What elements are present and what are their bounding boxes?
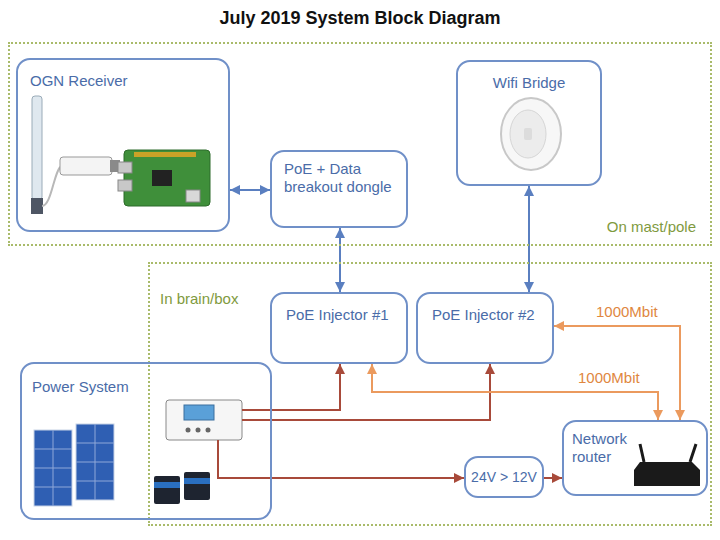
edge-label: 1000Mbit (594, 303, 660, 321)
antenna-mast (32, 96, 42, 200)
box-label: PoE Injector #1 (286, 306, 392, 324)
connector-arrow (339, 228, 341, 292)
pi-usb-port (118, 180, 132, 191)
pi-ethernet-port (186, 190, 200, 202)
controller-body (166, 400, 242, 440)
connector-arrow (272, 364, 340, 410)
region-outline: In brain/boxPoE Injector #1PoE Injector … (148, 262, 712, 526)
bridge-box: Wifi Bridge (456, 60, 602, 186)
box-label: Network router (572, 430, 644, 466)
controller-button (186, 428, 191, 433)
pi-header (134, 152, 196, 157)
antenna-base (31, 198, 43, 214)
charge-controller-figure (166, 400, 242, 440)
dish-inner (510, 110, 546, 158)
dongle-body (60, 157, 112, 175)
battery-label (154, 482, 180, 488)
process-box: PoE Injector #1 (270, 292, 408, 364)
region-outline: On mast/pole OGN ReceiverPoE + Data break… (8, 42, 712, 246)
connector-arrow (230, 189, 270, 191)
box-label: Wifi Bridge (466, 74, 592, 92)
controller-button (196, 428, 201, 433)
antenna-cable (42, 166, 62, 206)
connector-arrow (554, 326, 680, 420)
battery (154, 476, 180, 504)
connector-arrow (372, 364, 658, 420)
panel-grid (34, 424, 114, 506)
power-box: Power System (20, 362, 272, 520)
pi-board (124, 150, 210, 206)
pi-usb-port (118, 162, 132, 173)
router-body (634, 462, 700, 486)
dish-feed (524, 128, 532, 140)
wifi-dish-figure (501, 98, 561, 170)
box-label: PoE + Data breakout dongle (284, 160, 394, 196)
pi-chip (152, 170, 172, 186)
battery (184, 472, 210, 500)
battery-figure (154, 472, 210, 504)
connector-arrow (272, 477, 464, 479)
box-label: OGN Receiver (30, 72, 216, 90)
connector-arrow (544, 477, 562, 479)
box-label: 24V > 12V (471, 469, 537, 486)
controller-button (206, 428, 211, 433)
raspberry-pi-figure (118, 150, 210, 206)
edge-label: 1000Mbit (576, 369, 642, 387)
antenna-figure (31, 96, 62, 214)
connector-arrow (528, 186, 530, 292)
sdr-dongle-figure (60, 157, 120, 175)
receiver-box: OGN Receiver (16, 58, 230, 232)
router-antenna (640, 444, 696, 462)
router-figure (634, 444, 700, 486)
process-box: PoE + Data breakout dongle (270, 150, 408, 228)
diagram-title: July 2019 System Block Diagram (0, 8, 720, 29)
battery-label (184, 478, 210, 484)
power-wires (218, 410, 272, 478)
router-box: Network router (562, 420, 708, 496)
converter-box: 24V > 12V (464, 456, 544, 498)
process-box: PoE Injector #2 (416, 292, 554, 364)
solar-panel-figure (34, 424, 114, 506)
controller-screen (184, 405, 214, 420)
box-label: Power System (32, 378, 260, 396)
power-wire (218, 410, 272, 478)
dish-rim (501, 98, 561, 170)
box-label: PoE Injector #2 (432, 306, 538, 324)
region-label: On mast/pole (607, 218, 696, 236)
